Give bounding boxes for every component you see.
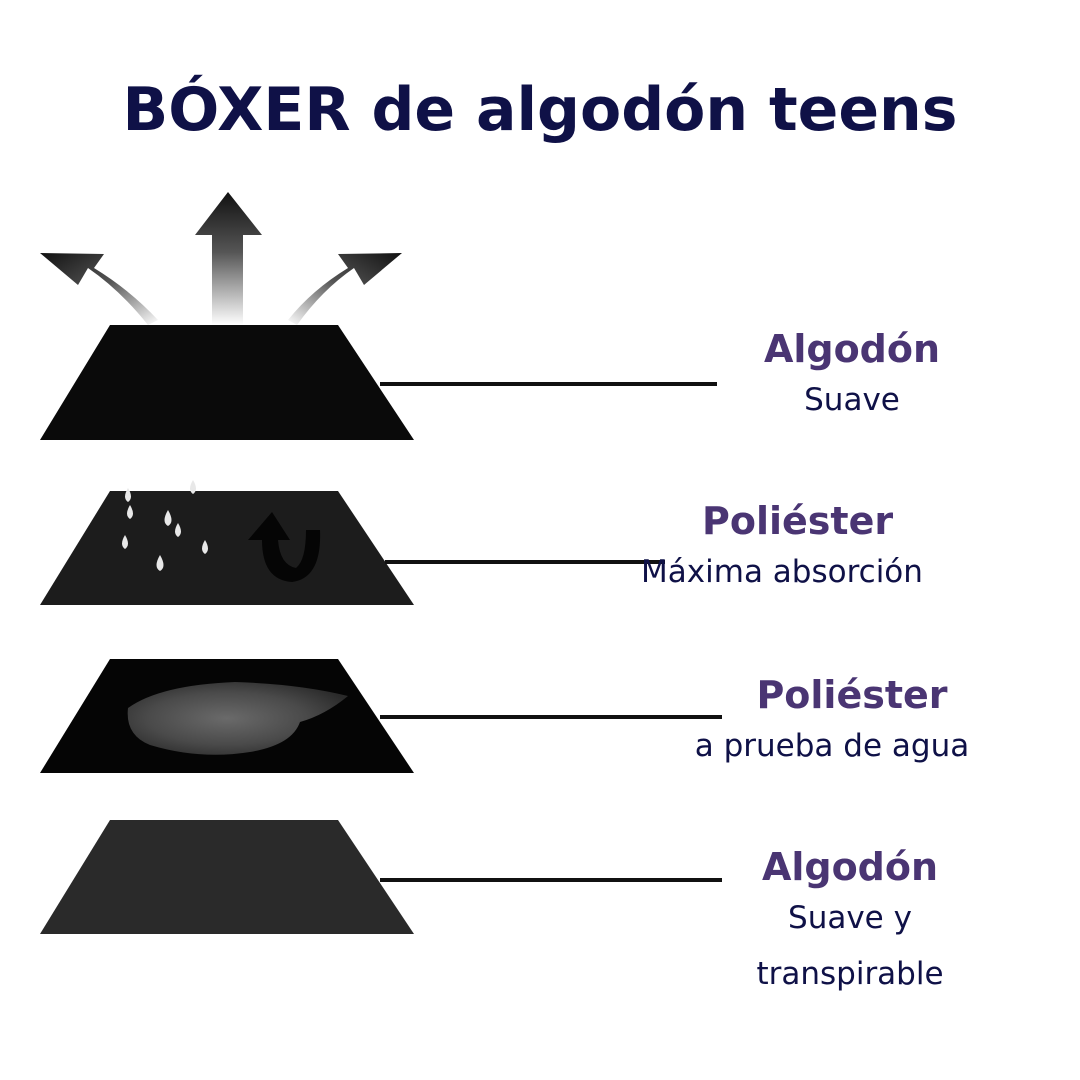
layer-4-fabric xyxy=(40,820,414,934)
layer-name: Poliéster xyxy=(702,499,894,543)
layer-description: Suave xyxy=(804,382,900,418)
absorption-arrow-icon xyxy=(248,512,321,582)
layer-description: a prueba de agua xyxy=(694,728,970,764)
layer-3-label: Poliéster a prueba de agua xyxy=(662,672,1042,774)
layer-4-label: Algodón Suave y transpirable xyxy=(660,844,1040,1002)
page-title: BÓXER de algodón teens xyxy=(122,75,958,145)
layer-1-fabric xyxy=(40,325,414,440)
layer-description: Máxima absorción xyxy=(641,554,923,590)
water-stain-icon xyxy=(127,682,348,755)
breathable-arrows-icon xyxy=(40,192,402,325)
layer-2-fabric xyxy=(40,491,414,605)
layer-name: Algodón xyxy=(761,845,939,889)
layer-1-label: Algodón Suave xyxy=(662,326,1042,428)
layer-description: Suave y transpirable xyxy=(756,900,944,992)
layer-2-label: Poliéster Máxima absorción xyxy=(612,498,992,600)
layer-name: Algodón xyxy=(763,327,941,371)
water-drops-icon xyxy=(122,480,208,571)
layer-name: Poliéster xyxy=(756,673,948,717)
